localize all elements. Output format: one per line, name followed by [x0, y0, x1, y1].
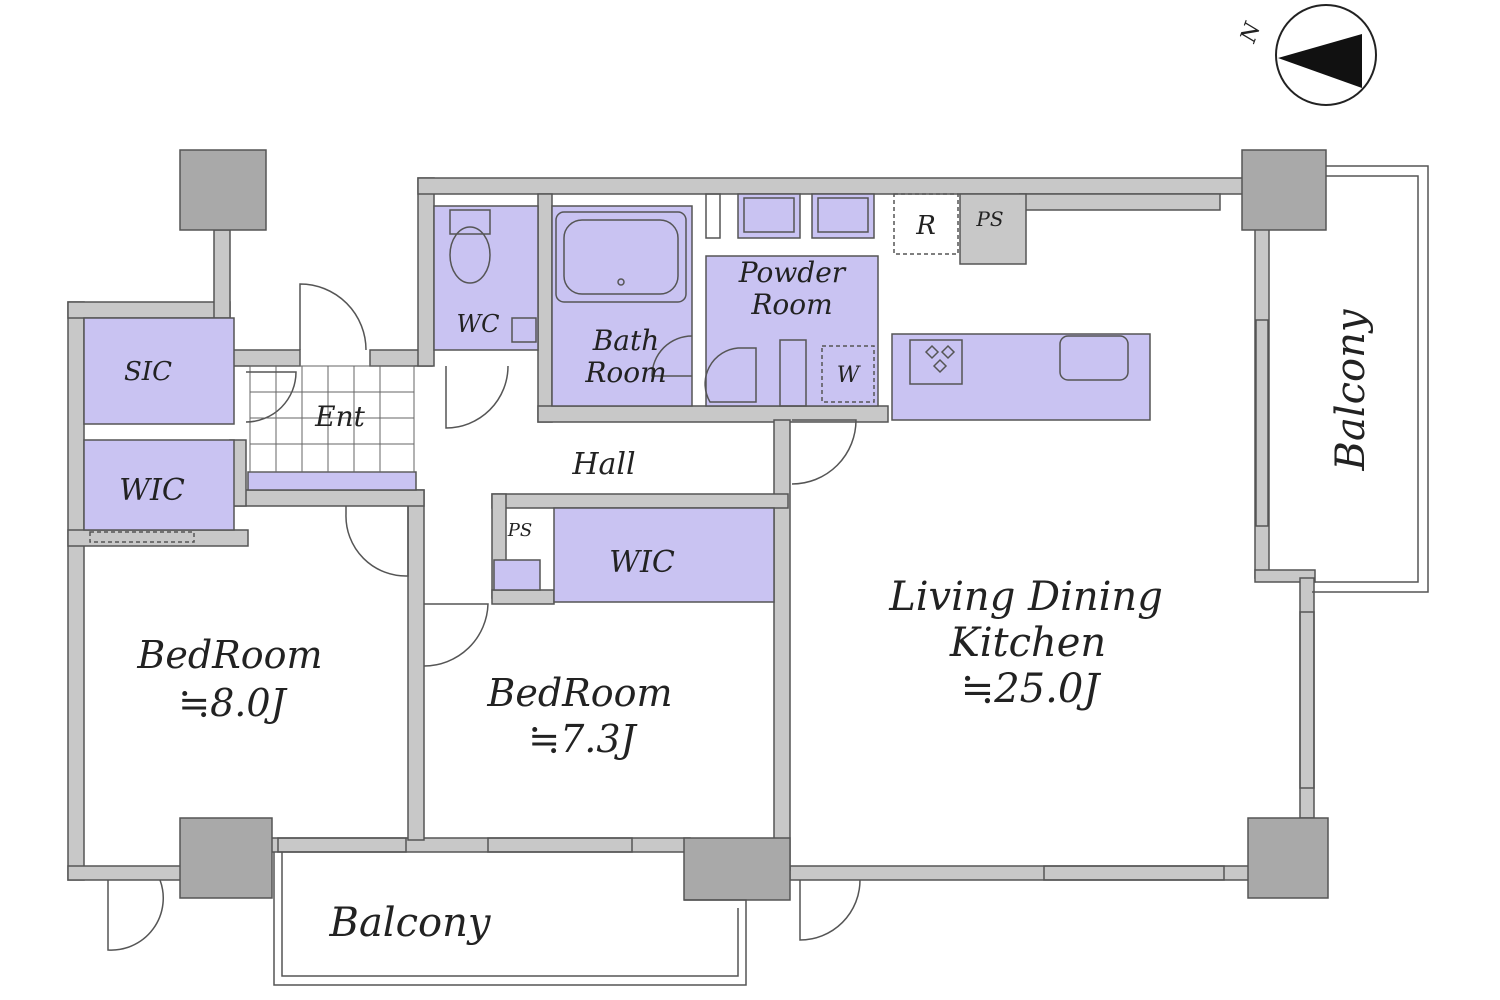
balcony-right-inner	[1314, 175, 1419, 583]
windows	[89, 319, 1315, 881]
bedroom-left-name: BedRoom	[136, 633, 322, 677]
powder-label-line2: Room	[750, 288, 832, 321]
balcony-bottom-outline	[273, 852, 747, 986]
wc-label: WC	[456, 310, 499, 338]
pillars	[179, 149, 1329, 901]
wic-left-label: WIC	[119, 473, 185, 508]
fridge-space	[893, 193, 959, 255]
hall-label: Hall	[571, 447, 635, 482]
sic-label: SIC	[124, 357, 172, 387]
bath-label-line1: Bath	[592, 324, 660, 357]
bedroom-left-size: ≒8.0J	[178, 681, 287, 725]
bath-label-line2: Room	[584, 356, 666, 389]
fridge-label: R	[915, 211, 936, 241]
wic-center-room	[553, 507, 775, 603]
doors	[107, 283, 861, 951]
washer-space	[821, 345, 875, 403]
kitchen-sink-icon	[1059, 335, 1129, 381]
sic-room	[83, 317, 235, 425]
ldk-label-line1: Living Dining	[888, 574, 1163, 620]
ldk-label-line2: Kitchen	[949, 620, 1106, 666]
stove-icon	[909, 339, 963, 385]
ps-top-label: PS	[975, 207, 1003, 231]
compass-icon	[1275, 4, 1377, 106]
sink-right-icon	[817, 197, 869, 233]
bedroom-center-size: ≒7.3J	[528, 717, 637, 761]
entrance-step	[247, 471, 417, 491]
bathtub-icon	[555, 211, 687, 303]
wc-sink-icon	[511, 317, 537, 343]
vanity-right	[811, 193, 875, 239]
bedroom-center-name: BedRoom	[486, 671, 672, 715]
balcony-right-outline	[1312, 165, 1429, 593]
powder-label-line1: Powder	[738, 256, 847, 289]
wic-center-label: WIC	[609, 545, 675, 580]
toilet-icon	[449, 209, 491, 284]
powder-cabinet	[779, 339, 807, 407]
balcony-bottom-label: Balcony	[329, 900, 492, 946]
vanity-left	[737, 193, 801, 239]
entrance-label: Ent	[314, 400, 365, 433]
bath-room	[551, 205, 693, 407]
ps-center-box	[493, 559, 541, 591]
shelf-icon	[705, 193, 721, 239]
ldk-size: ≒25.0J	[961, 666, 1102, 712]
washer-label: W	[837, 363, 862, 388]
ps-center-label: PS	[507, 520, 532, 541]
sink-left-icon	[743, 197, 795, 233]
balcony-right-label: Balcony	[1328, 308, 1374, 471]
entrance-tiles	[249, 365, 415, 473]
wc-room	[433, 205, 539, 351]
wic-left-room	[83, 439, 235, 531]
compass-north-label: N	[1236, 19, 1267, 47]
outer-walls	[67, 177, 1316, 881]
balcony-bottom-inner	[281, 852, 739, 977]
